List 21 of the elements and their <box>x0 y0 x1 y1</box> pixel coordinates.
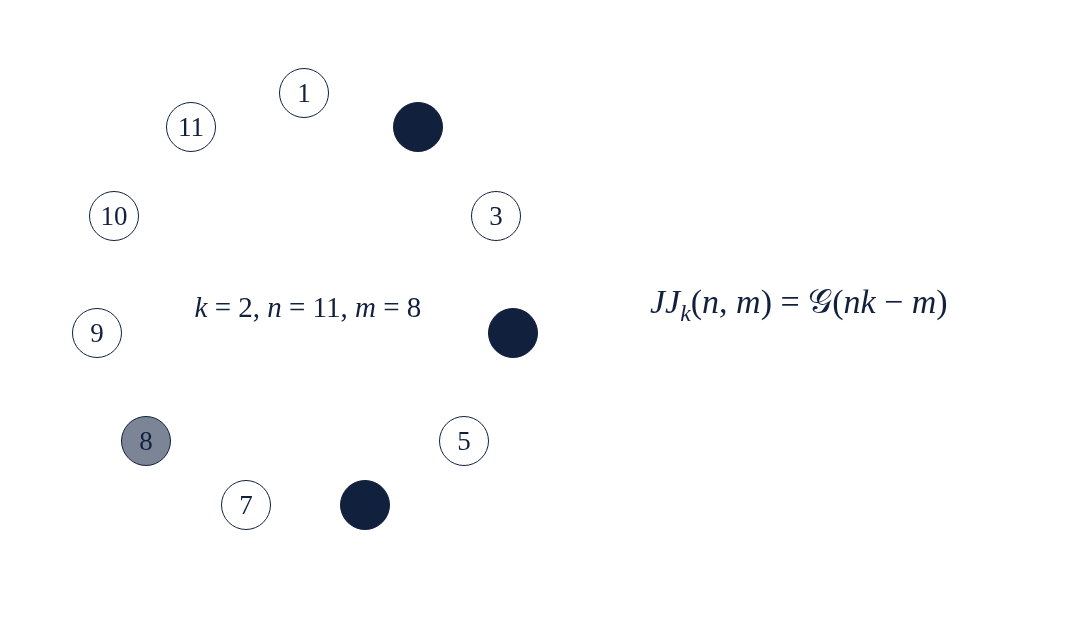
numbered-circle <box>439 416 489 466</box>
numbered-circle <box>166 102 216 152</box>
circle-number: 1 <box>297 79 311 107</box>
formula: JJ$_{k}$(n, m) = 𝒢(nk − m) <box>650 284 948 326</box>
circle-number: 3 <box>489 202 503 230</box>
circle-number: 5 <box>457 427 471 455</box>
parameter-equation: k = 2, n = 11, m = 8 <box>194 292 422 322</box>
highlighted-circle <box>121 416 171 466</box>
circle-number: 10 <box>100 202 128 230</box>
numbered-circle <box>471 191 521 241</box>
circle-number: 7 <box>239 491 253 519</box>
circle-number: 8 <box>139 427 153 455</box>
filled-circle <box>488 308 538 358</box>
filled-circle <box>340 480 390 530</box>
numbered-circle <box>279 68 329 118</box>
filled-circle <box>393 102 443 152</box>
numbered-circle <box>89 191 139 241</box>
numbered-circle <box>72 308 122 358</box>
circle-number: 9 <box>90 319 104 347</box>
circle-number: 11 <box>178 113 204 141</box>
numbered-circle <box>221 480 271 530</box>
